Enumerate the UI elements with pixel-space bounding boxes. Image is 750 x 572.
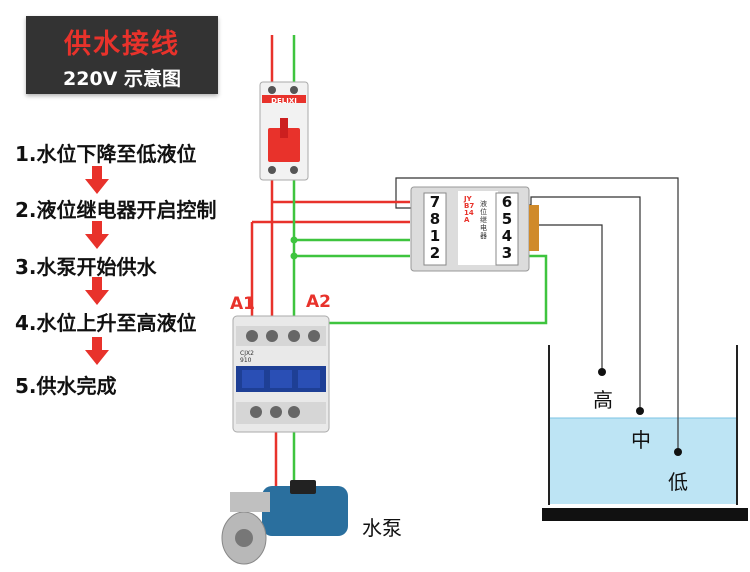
terminal-2: 2 — [429, 244, 441, 262]
water-pump — [221, 480, 348, 565]
breaker-brand: DELIXI — [271, 97, 297, 105]
step-3: 3.水泵开始供水 — [15, 255, 157, 279]
contactor-a2-label: A2 — [306, 292, 331, 312]
contactor-rating: 910 — [240, 357, 252, 364]
pump-label: 水泵 — [362, 516, 402, 540]
relay-left-terminals: 7 8 1 2 — [425, 194, 445, 262]
down-arrow-icon — [85, 166, 109, 194]
probe-high-dot — [598, 368, 606, 376]
junction-dot — [290, 236, 298, 244]
terminal-3: 3 — [501, 244, 513, 262]
contactor — [232, 315, 330, 433]
tank-low-label: 低 — [668, 470, 688, 494]
down-arrow-icon — [85, 277, 109, 305]
probe-low-dot — [674, 448, 682, 456]
down-arrow-icon — [85, 337, 109, 365]
terminal-6: 6 — [501, 193, 513, 211]
water-tank — [542, 345, 748, 521]
relay-model: JYB714A — [464, 195, 475, 224]
step-2: 2.液位继电器开启控制 — [15, 198, 217, 222]
terminal-5: 5 — [501, 210, 513, 228]
tank-high-label: 高 — [593, 388, 613, 412]
title-block: 供水接线 220V 示意图 — [26, 16, 218, 94]
probe-mid-dot — [636, 407, 644, 415]
title-main: 供水接线 — [64, 29, 180, 60]
step-1: 1.水位下降至低液位 — [15, 142, 197, 166]
terminal-7: 7 — [429, 193, 441, 211]
tank-mid-label: 中 — [631, 428, 651, 452]
terminal-4: 4 — [501, 227, 513, 245]
contactor-a1-label: A1 — [230, 294, 255, 314]
circuit-breaker — [259, 81, 309, 181]
contactor-model: CJX2 — [240, 350, 254, 357]
junction-dot — [290, 252, 298, 260]
relay-right-terminals: 6 5 4 3 — [497, 194, 517, 262]
step-5: 5.供水完成 — [15, 374, 117, 398]
terminal-8: 8 — [429, 210, 441, 228]
title-sub: 220V 示意图 — [63, 68, 181, 90]
step-4: 4.水位上升至高液位 — [15, 311, 197, 335]
level-relay — [410, 186, 539, 272]
terminal-1: 1 — [429, 227, 441, 245]
down-arrow-icon — [85, 221, 109, 249]
relay-subtitle: 液位继电器 — [480, 200, 487, 240]
